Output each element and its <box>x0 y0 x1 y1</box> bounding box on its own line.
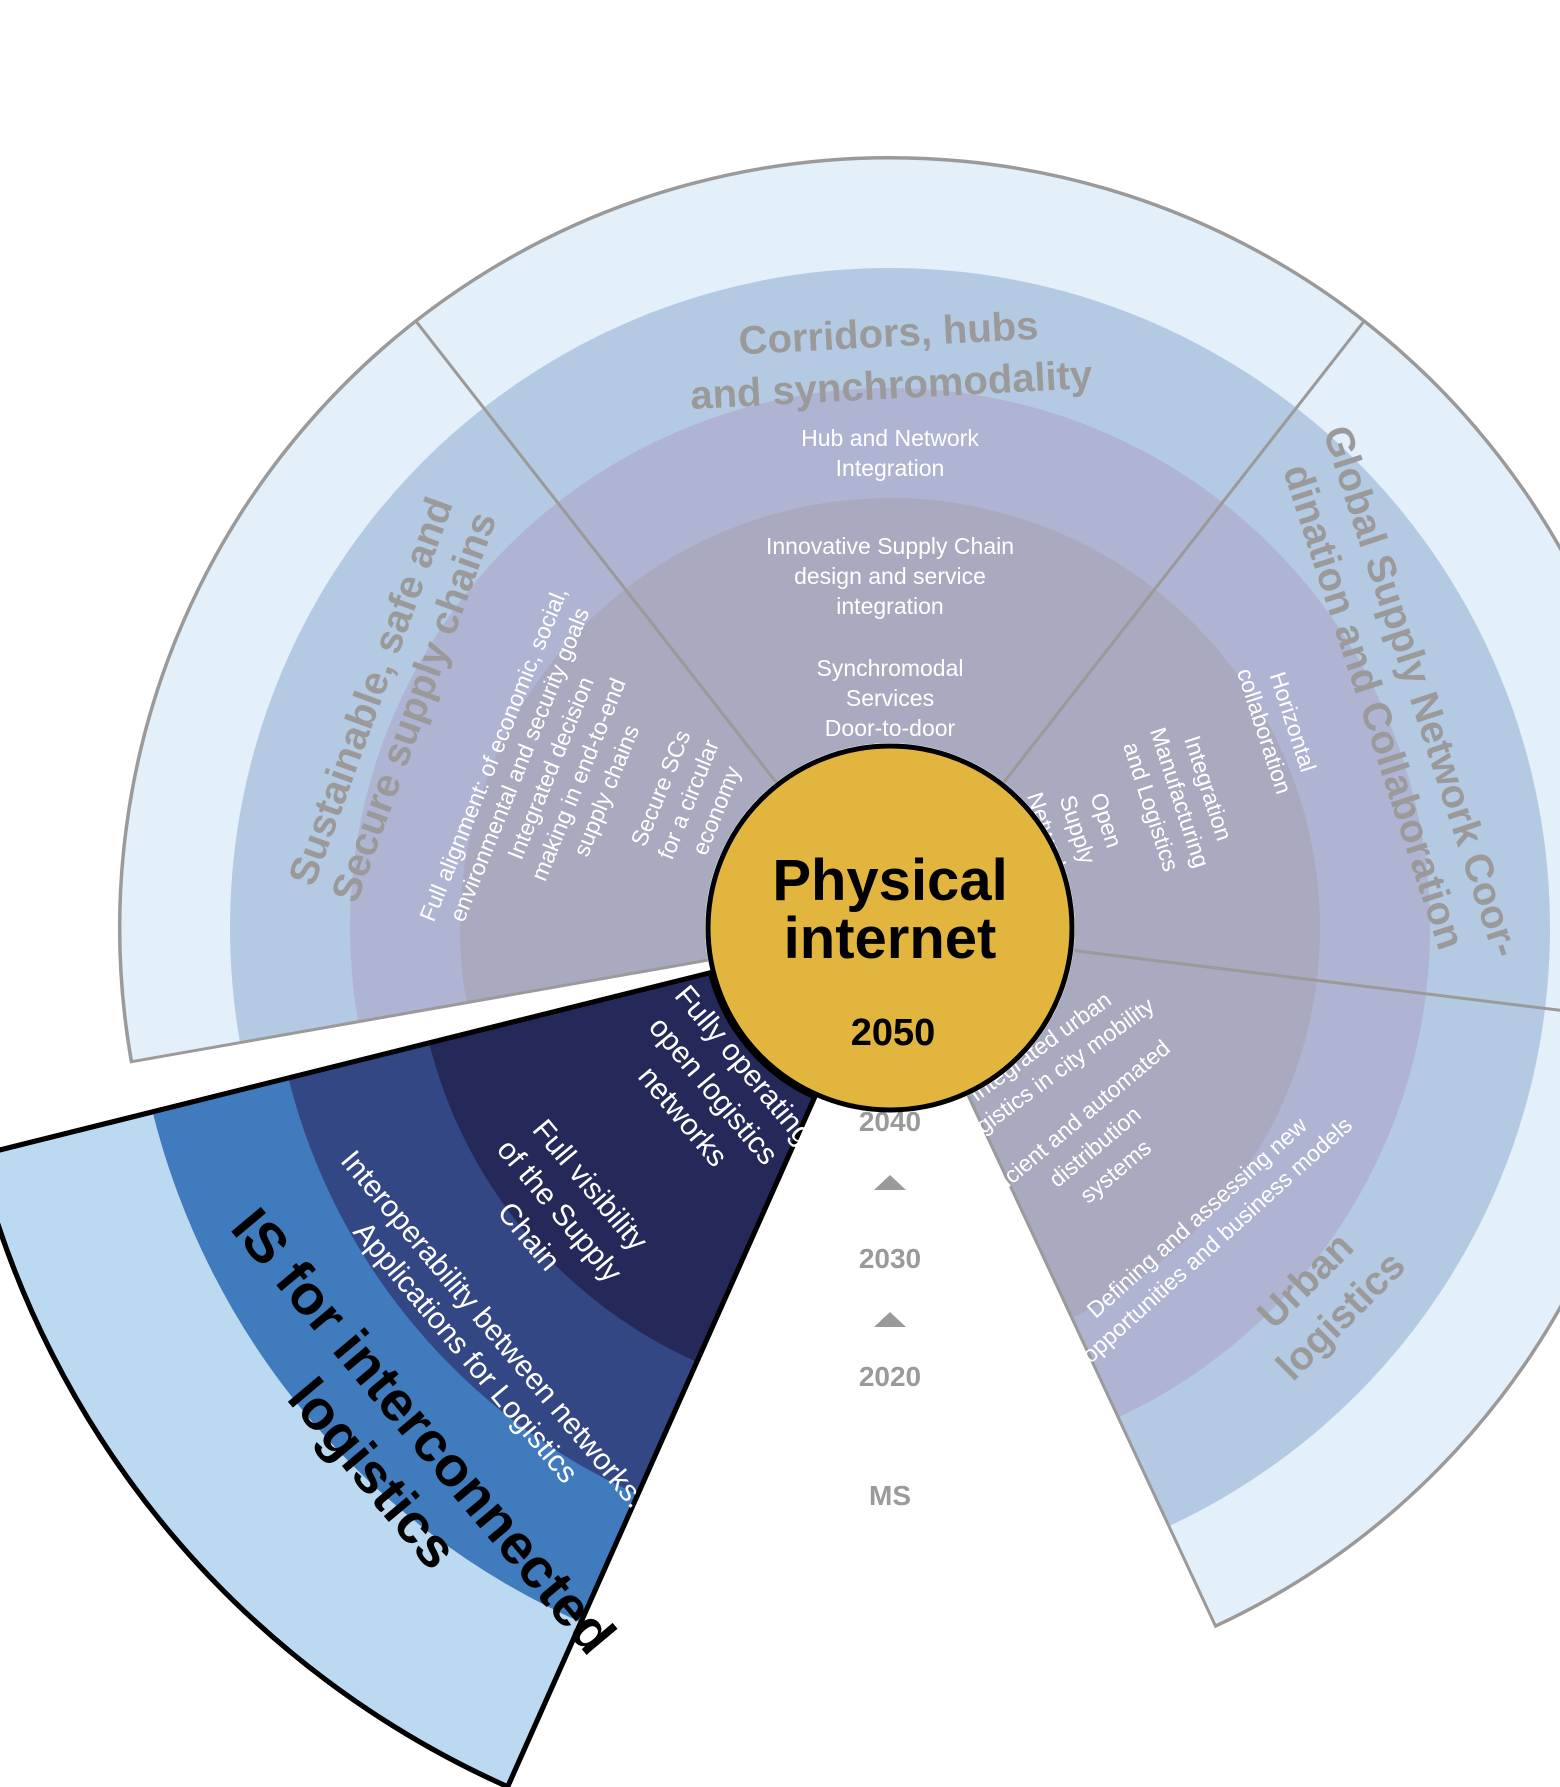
active-sector-border <box>0 969 819 1787</box>
timeline-arrow-up-icon <box>874 1175 906 1190</box>
wheel-edge-right <box>966 1095 1217 1627</box>
sector-2-goal-outer-line-1: Hub and Network <box>801 425 979 451</box>
wheel-outline <box>118 156 1560 1629</box>
sector-2-goal-outer-line-2: Integration <box>836 455 945 481</box>
sector-rings <box>0 156 1560 1787</box>
active-sector-band-4 <box>429 972 815 1362</box>
timeline-label-2030: 2030 <box>859 1243 921 1274</box>
sector-divider-2 <box>1002 320 1366 784</box>
hub-year: 2050 <box>851 1012 936 1054</box>
sector-2-goal-middle-line-1: Innovative Supply Chain <box>766 533 1014 559</box>
ring-band-4 <box>460 498 1321 1318</box>
timeline: 2040 2030 2020 MS <box>859 1106 921 1511</box>
sector-2-goal-inner-line-3: Door-to-door <box>825 715 956 741</box>
sector-2-goal-inner-line-1: Synchromodal <box>816 655 963 681</box>
physical-internet-hub: Physical internet 2050 <box>705 743 1075 1113</box>
sector-2-goal-middle-line-2: design and service <box>794 563 986 589</box>
sector-divider-3 <box>1073 949 1560 1012</box>
sector-divider-1 <box>414 320 778 784</box>
wheel-edge-left <box>131 958 709 1064</box>
sector-2-goal-inner-line-2: Services <box>846 685 934 711</box>
sector-2-goal-middle-line-3: integration <box>836 593 943 619</box>
hub-title-line1: Physical <box>772 848 1007 913</box>
timeline-label-ms: MS <box>869 1480 911 1511</box>
hub-title-line2: internet <box>784 906 997 971</box>
hub-circle <box>705 743 1075 1113</box>
timeline-label-2020: 2020 <box>859 1361 921 1392</box>
timeline-arrow-up-icon <box>874 1312 906 1327</box>
